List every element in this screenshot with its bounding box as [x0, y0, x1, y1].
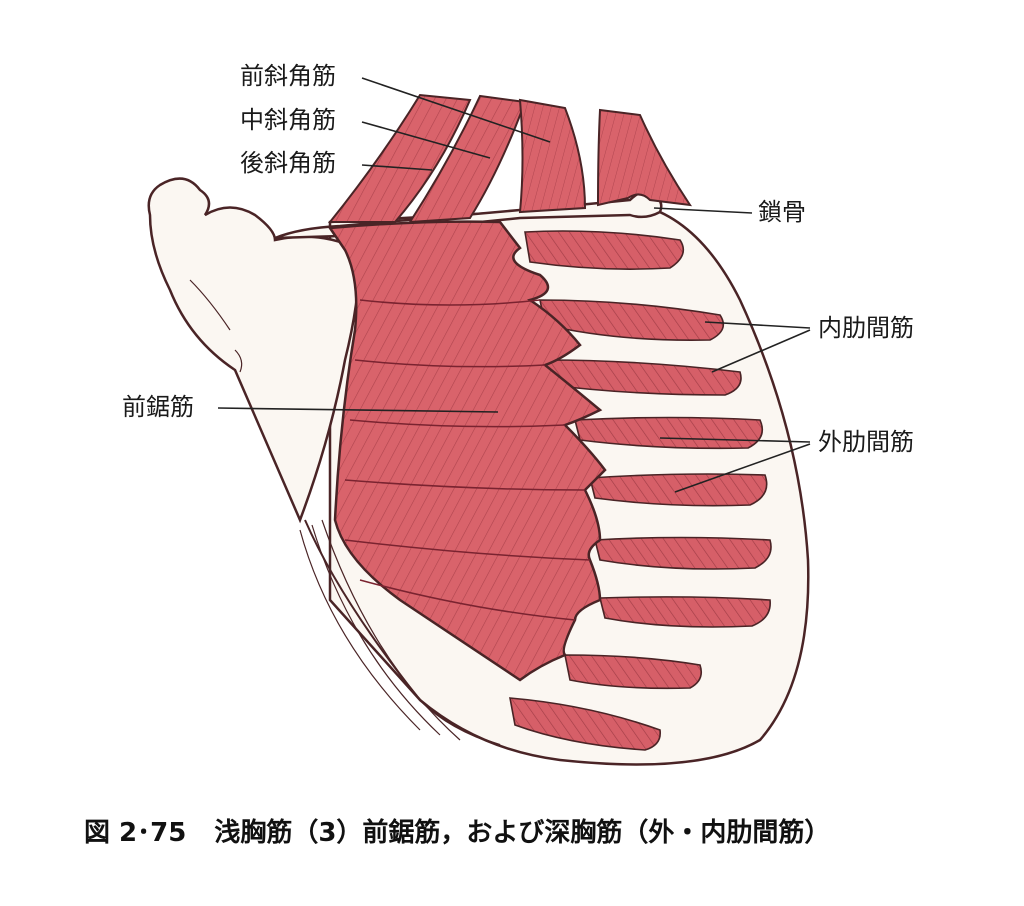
leader-internal-intercostal-1	[704, 321, 811, 329]
leader-middle-scalene	[361, 121, 491, 159]
serratus-anterior	[327, 220, 607, 682]
label-internal-intercostal: 内肋間筋	[818, 314, 914, 342]
figure-caption: 図 2･75 浅胸筋（3）前鋸筋，および深胸筋（外・内肋間筋）	[84, 812, 830, 849]
label-middle-scalene: 中斜角筋	[240, 106, 336, 134]
leader-external-intercostal-1	[659, 437, 811, 443]
leader-external-intercostal-2	[674, 443, 811, 493]
leader-serratus	[217, 407, 499, 413]
scapula	[147, 177, 362, 524]
label-clavicle: 鎖骨	[758, 198, 806, 226]
figure-title: 浅胸筋（3）前鋸筋，および深胸筋（外・内肋間筋）	[214, 818, 831, 848]
label-serratus-anterior: 前鋸筋	[122, 393, 194, 421]
figure-number: 図 2･75	[84, 818, 187, 848]
label-posterior-scalene: 後斜角筋	[240, 149, 336, 177]
leader-posterior-scalene	[361, 164, 433, 171]
scalene-muscles	[327, 93, 693, 224]
leader-anterior-scalene	[361, 77, 551, 143]
leader-internal-intercostal-2	[711, 329, 811, 373]
label-anterior-scalene: 前斜角筋	[240, 62, 336, 90]
intercostal-muscles	[509, 230, 772, 751]
label-external-intercostal: 外肋間筋	[818, 428, 914, 456]
leader-lines	[217, 77, 811, 493]
leader-clavicle	[653, 207, 753, 214]
